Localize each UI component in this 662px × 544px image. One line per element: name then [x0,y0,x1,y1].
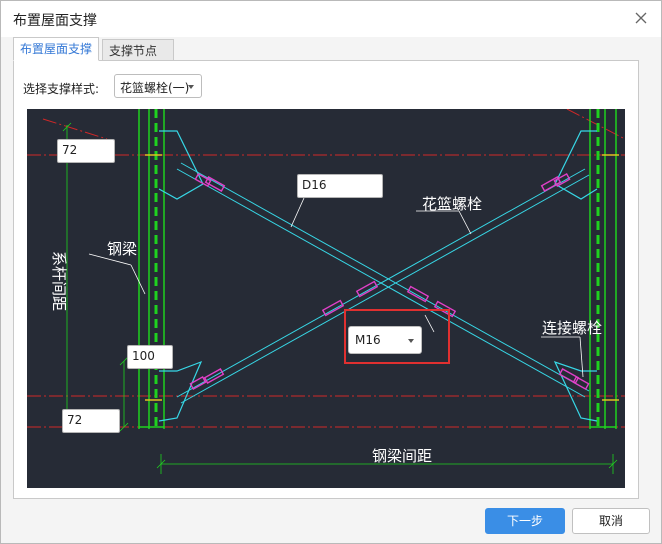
bracing-diagram: 钢梁 系杆间距 花篮螺栓 连接螺栓 钢梁间距 72 D16 100 72 M16 [27,109,625,488]
bottom-offset-input[interactable]: 72 [62,409,120,433]
tab-place-roof-bracing[interactable]: 布置屋面支撑 [13,37,99,61]
bolt-size-highlight [344,309,450,364]
bolt-size-select[interactable]: M16 [348,326,422,354]
cancel-button[interactable]: 取消 [572,508,650,534]
bracing-style-select[interactable]: 花篮螺栓(一) [114,74,202,98]
tab-panel: 选择支撑样式: 花篮螺栓(一) [13,60,639,499]
label-connection-bolt: 连接螺栓 [542,319,602,337]
close-icon[interactable] [631,8,651,28]
label-turnbuckle: 花篮螺栓 [422,195,482,213]
label-beam-spacing: 钢梁间距 [372,447,432,465]
chevron-down-icon [188,85,194,89]
dialog-title: 布置屋面支撑 [13,13,97,29]
top-offset-input[interactable]: 72 [57,139,115,163]
style-select-label: 选择支撑样式: [23,82,100,96]
label-purlin-spacing: 系杆间距 [50,251,68,311]
rod-size-input[interactable]: D16 [297,174,383,198]
chevron-down-icon [408,339,414,343]
label-steel-beam: 钢梁 [107,240,137,258]
title-bar: 布置屋面支撑 [1,1,661,37]
turnbuckle-offset-input[interactable]: 100 [127,345,173,369]
bolt-size-value: M16 [355,333,381,347]
tab-bracing-node[interactable]: 支撑节点 [102,39,174,61]
diagram-drawing: 钢梁 系杆间距 花篮螺栓 连接螺栓 钢梁间距 [27,109,625,474]
next-button[interactable]: 下一步 [485,508,565,534]
bracing-style-value: 花篮螺栓(一) [120,81,190,95]
